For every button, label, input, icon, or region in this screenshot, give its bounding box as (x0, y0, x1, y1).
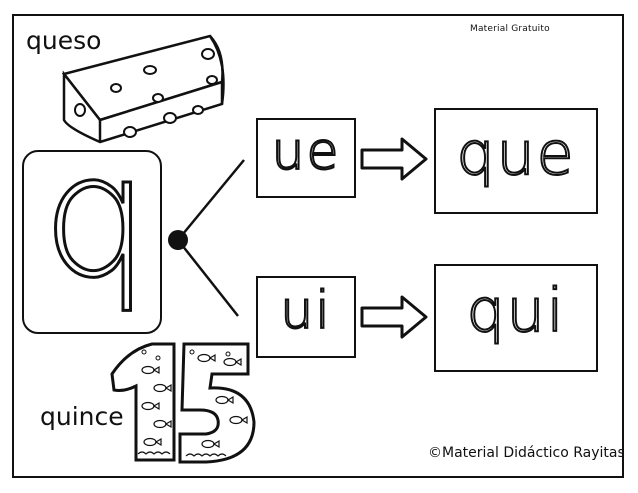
word-box-que: que (434, 108, 598, 214)
word-box-qui: qui (434, 264, 598, 372)
branch-dot (168, 230, 188, 250)
letter-card: q (22, 131, 162, 334)
traceable-syllable-ue: ue (271, 122, 341, 182)
credit-top: Material Gratuito (470, 24, 550, 34)
traceable-letter-q: q (41, 118, 152, 316)
traceable-syllable-ui: ui (279, 281, 332, 341)
syllable-box-ui: ui (256, 276, 356, 358)
arrow-right-icon (360, 137, 428, 181)
number-fifteen-illustration (110, 342, 256, 464)
traceable-syllable-que: que (455, 119, 576, 189)
syllable-box-ue: ue (256, 118, 356, 198)
branch-connector (168, 159, 245, 317)
word-quince: quince (40, 402, 124, 431)
word-queso: queso (26, 26, 102, 55)
cheese-illustration (61, 34, 225, 144)
traceable-syllable-qui: qui (466, 276, 566, 346)
credit-bottom: ©Material Didáctico Rayitas (428, 445, 625, 461)
arrow-right-icon (360, 295, 428, 339)
